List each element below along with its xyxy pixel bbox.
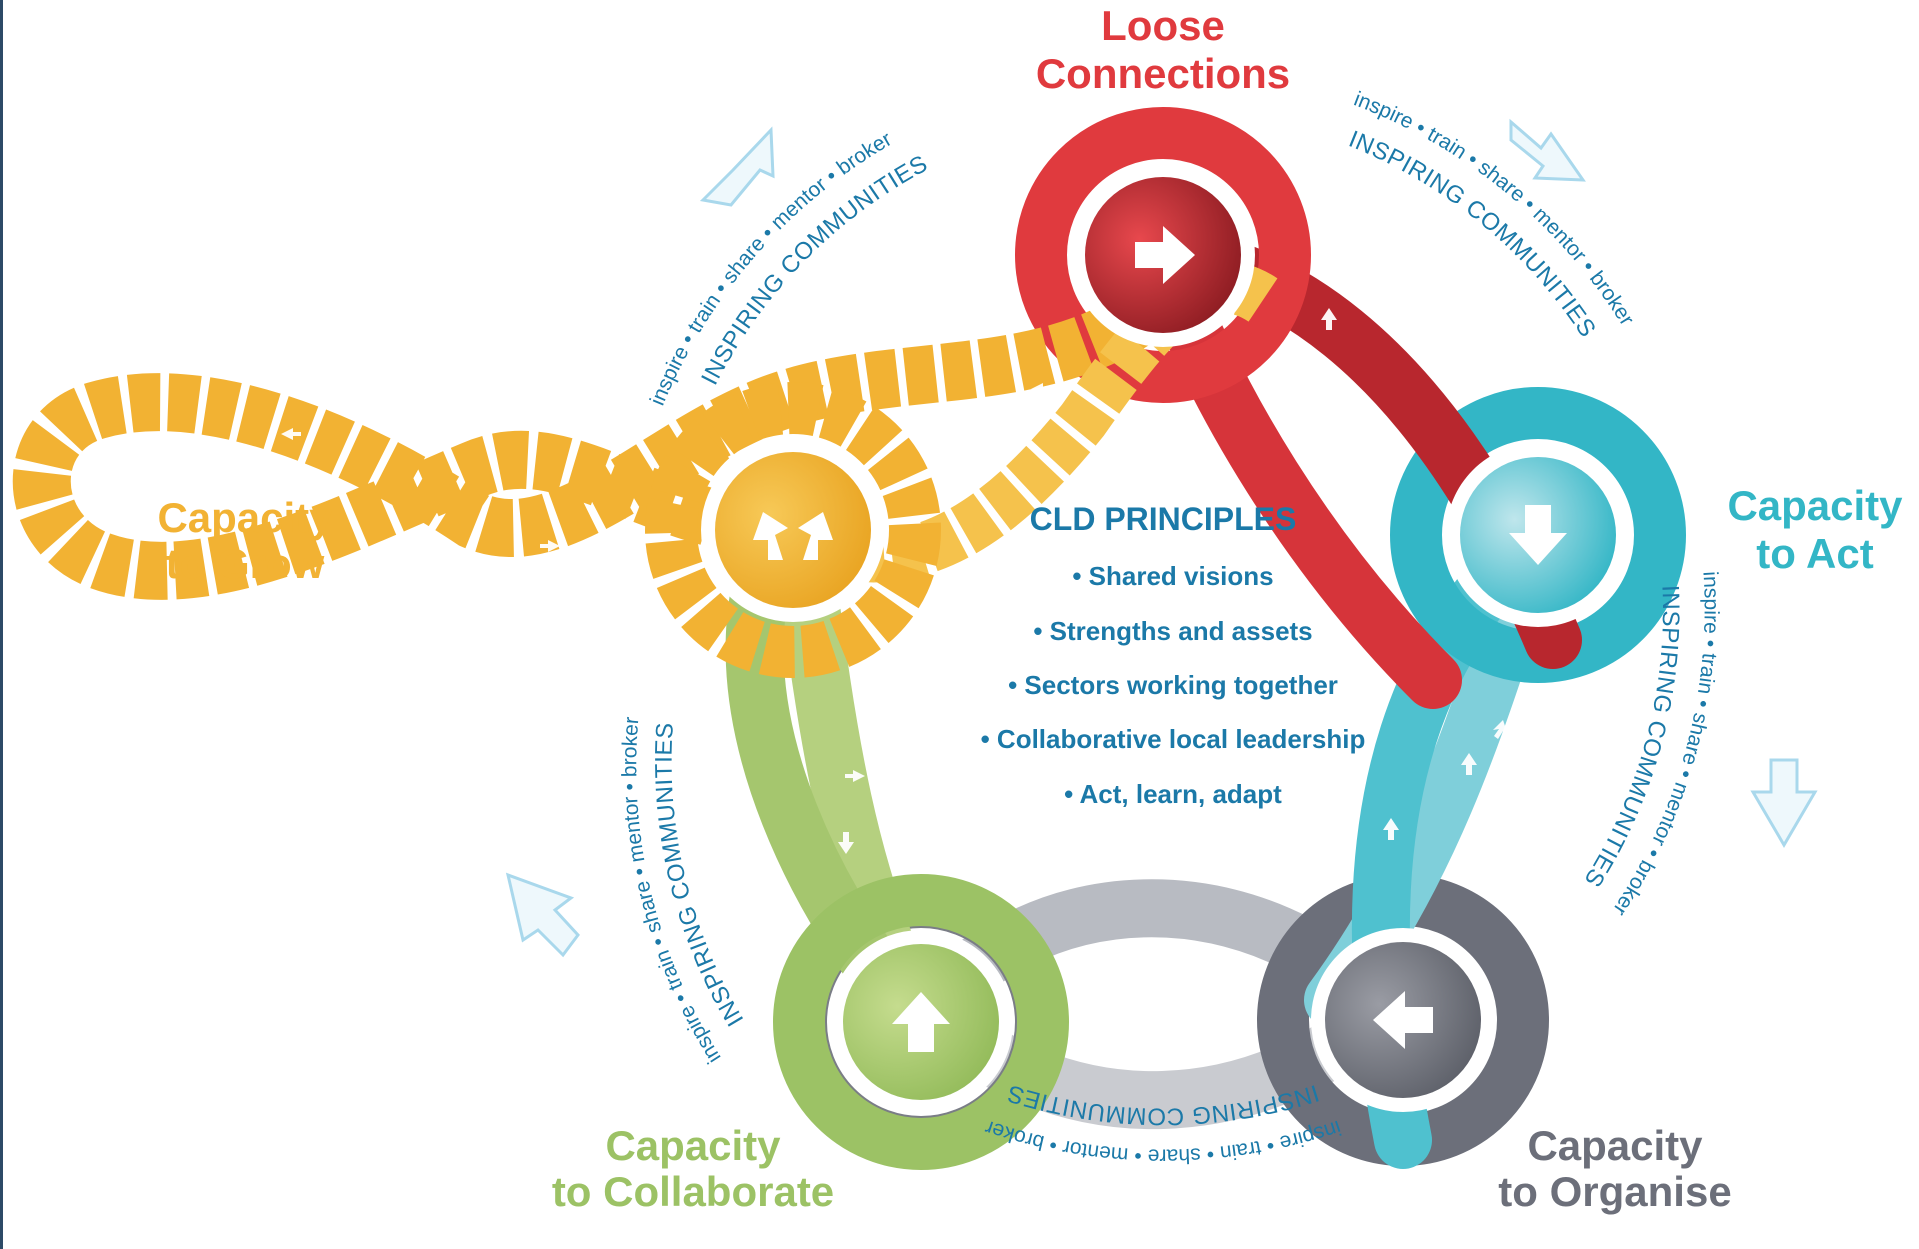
label-capacity-to-organise: Capacity to Organise bbox=[1498, 1122, 1731, 1215]
cycle-arrow-icon bbox=[699, 126, 775, 207]
ring-text-left: inspire • train • share • mentor • broke… bbox=[618, 716, 749, 1067]
label-line-2: to Organise bbox=[1498, 1168, 1731, 1215]
hub-loose-connections bbox=[1071, 163, 1255, 347]
cycle-arrows bbox=[505, 118, 1818, 958]
label-capacity-to-act: Capacity to Act bbox=[1727, 482, 1903, 577]
principle-item: • Strengths and assets bbox=[1033, 616, 1312, 646]
label-loose-connections: Loose Connections bbox=[1036, 2, 1290, 97]
principles-heading: CLD PRINCIPLES bbox=[1030, 501, 1297, 537]
label-line-2: to Grow bbox=[166, 540, 325, 587]
principles-panel: CLD PRINCIPLES • Shared visions • Streng… bbox=[981, 501, 1366, 809]
split-arrows-icon bbox=[753, 512, 833, 560]
cycle-arrow-icon bbox=[505, 872, 580, 958]
hub-capacity-to-act bbox=[1446, 443, 1630, 627]
arrow-up-icon bbox=[892, 992, 950, 1052]
label-capacity-to-collaborate: Capacity to Collaborate bbox=[552, 1122, 834, 1215]
ribbon-direction-arrows bbox=[270, 308, 1507, 1057]
label-capacity-to-grow: Capacity to Grow bbox=[157, 494, 333, 587]
label-line-1: Capacity bbox=[1527, 1122, 1703, 1169]
principle-item: • Shared visions bbox=[1072, 561, 1273, 591]
label-line-2: to Act bbox=[1756, 530, 1873, 577]
label-line-1: Loose bbox=[1101, 2, 1225, 49]
label-line-2: to Collaborate bbox=[552, 1168, 834, 1215]
diagram-canvas: inspire • train • share • mentor • broke… bbox=[12, 2, 1903, 1215]
cycle-arrow-icon bbox=[1750, 758, 1818, 848]
label-line-2: Connections bbox=[1036, 50, 1290, 97]
principle-item: • Sectors working together bbox=[1008, 670, 1338, 700]
hub-capacity-to-collaborate bbox=[829, 930, 1013, 1114]
arrow-left-icon bbox=[1373, 991, 1433, 1049]
label-line-1: Capacity bbox=[605, 1122, 781, 1169]
arrow-down-icon bbox=[1509, 505, 1567, 565]
label-line-1: Capacity bbox=[1727, 482, 1903, 529]
hub-capacity-to-grow bbox=[701, 438, 885, 622]
principle-item: • Collaborative local leadership bbox=[981, 724, 1366, 754]
hub-capacity-to-organise bbox=[1311, 928, 1495, 1112]
cycle-arrow-icon bbox=[1509, 118, 1586, 182]
principle-item: • Act, learn, adapt bbox=[1064, 779, 1282, 809]
arrow-right-icon bbox=[1135, 226, 1195, 284]
label-line-1: Capacity bbox=[157, 494, 333, 541]
yellow-ribbon bbox=[12, 261, 1278, 678]
ring-text-top-right: inspire • train • share • mentor • broke… bbox=[1345, 88, 1638, 343]
